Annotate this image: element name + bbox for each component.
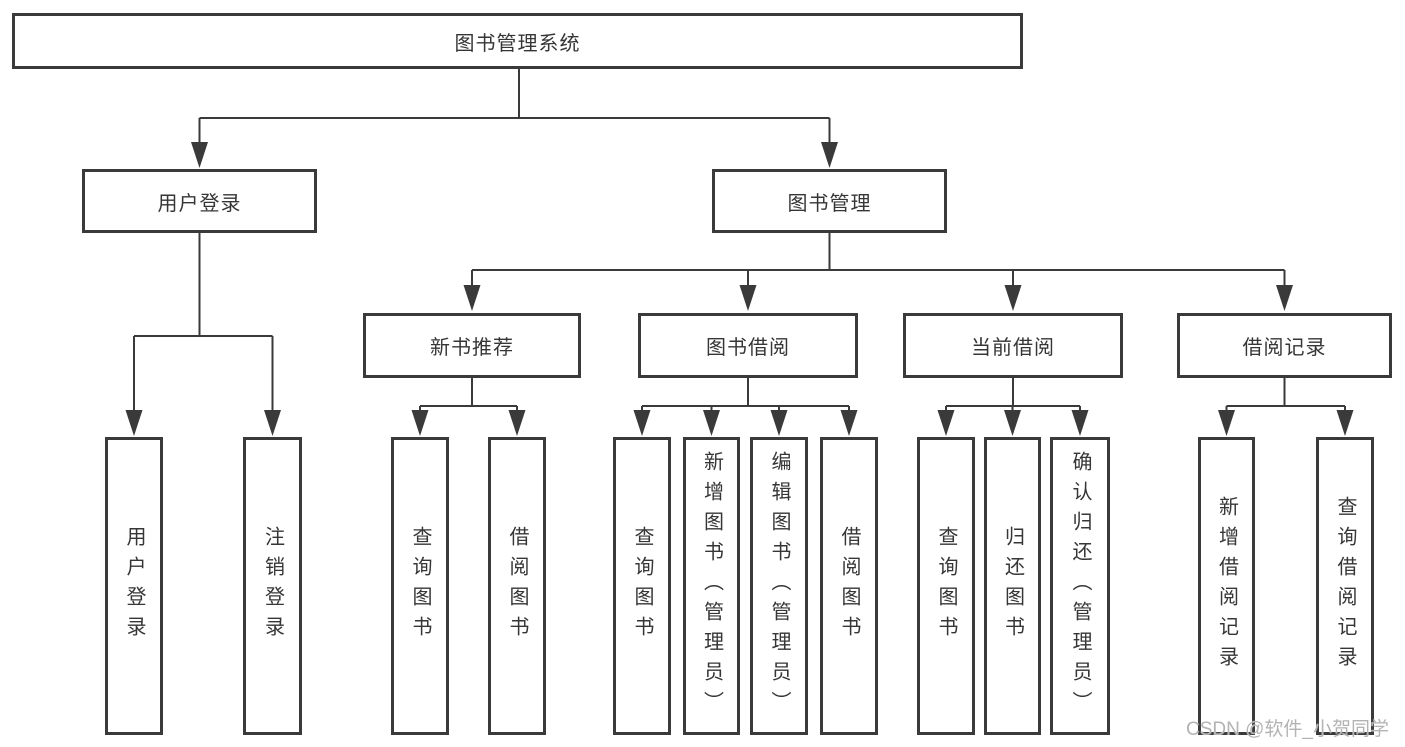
leaf-query-books-recommend: 查询图书 — [391, 437, 449, 735]
node-new-book-recommend: 新书推荐 — [363, 313, 581, 378]
leaf-return-books-label: 归还图书 — [1001, 526, 1024, 646]
leaf-user-login-label: 用户登录 — [123, 526, 145, 646]
node-book-management-label: 图书管理 — [787, 192, 872, 215]
node-user-login-label: 用户登录 — [157, 192, 242, 215]
leaf-query-borrow-record-label: 查询借阅记录 — [1334, 496, 1356, 676]
node-book-borrowing: 图书借阅 — [638, 313, 858, 378]
leaf-add-borrow-record-label: 新增借阅记录 — [1215, 496, 1238, 676]
leaf-query-borrow-record: 查询借阅记录 — [1316, 437, 1374, 735]
leaf-query-books-current: 查询图书 — [917, 437, 975, 735]
leaf-query-books-current-label: 查询图书 — [935, 526, 957, 646]
leaf-query-books-recommend-label: 查询图书 — [409, 526, 431, 646]
leaf-logout: 注销登录 — [243, 437, 302, 735]
leaf-add-books-admin-label: 新增图书（管理员） — [700, 451, 723, 721]
leaf-logout-label: 注销登录 — [261, 526, 284, 646]
leaf-borrow-books-borrowing: 借阅图书 — [820, 437, 878, 735]
node-borrowing-records-label: 借阅记录 — [1242, 337, 1327, 359]
leaf-borrow-books-recommend-label: 借阅图书 — [506, 526, 528, 646]
leaf-add-borrow-record: 新增借阅记录 — [1198, 437, 1255, 735]
leaf-query-books-borrowing-label: 查询图书 — [631, 526, 653, 646]
leaf-query-books-borrowing: 查询图书 — [613, 437, 671, 735]
node-library-system: 图书管理系统 — [12, 13, 1023, 69]
leaf-edit-books-admin-label: 编辑图书（管理员） — [768, 451, 790, 721]
leaf-borrow-books-recommend: 借阅图书 — [488, 437, 546, 735]
node-current-borrowing: 当前借阅 — [903, 313, 1123, 378]
node-borrowing-records: 借阅记录 — [1177, 313, 1392, 378]
leaf-confirm-return-admin: 确认归还（管理员） — [1050, 437, 1110, 735]
leaf-edit-books-admin: 编辑图书（管理员） — [750, 437, 808, 735]
leaf-borrow-books-borrowing-label: 借阅图书 — [838, 526, 860, 646]
node-book-borrowing-label: 图书借阅 — [706, 337, 790, 359]
leaf-confirm-return-admin-label: 确认归还（管理员） — [1069, 451, 1091, 721]
leaf-user-login: 用户登录 — [105, 437, 163, 735]
watermark: CSDN @软件_小贺同学 — [1186, 719, 1389, 740]
leaf-return-books: 归还图书 — [984, 437, 1041, 735]
node-library-system-label: 图书管理系统 — [454, 32, 581, 55]
node-user-login: 用户登录 — [82, 169, 317, 233]
node-book-management: 图书管理 — [712, 169, 947, 233]
leaf-add-books-admin: 新增图书（管理员） — [683, 437, 740, 735]
node-current-borrowing-label: 当前借阅 — [971, 337, 1055, 359]
node-new-book-recommend-label: 新书推荐 — [430, 337, 514, 359]
